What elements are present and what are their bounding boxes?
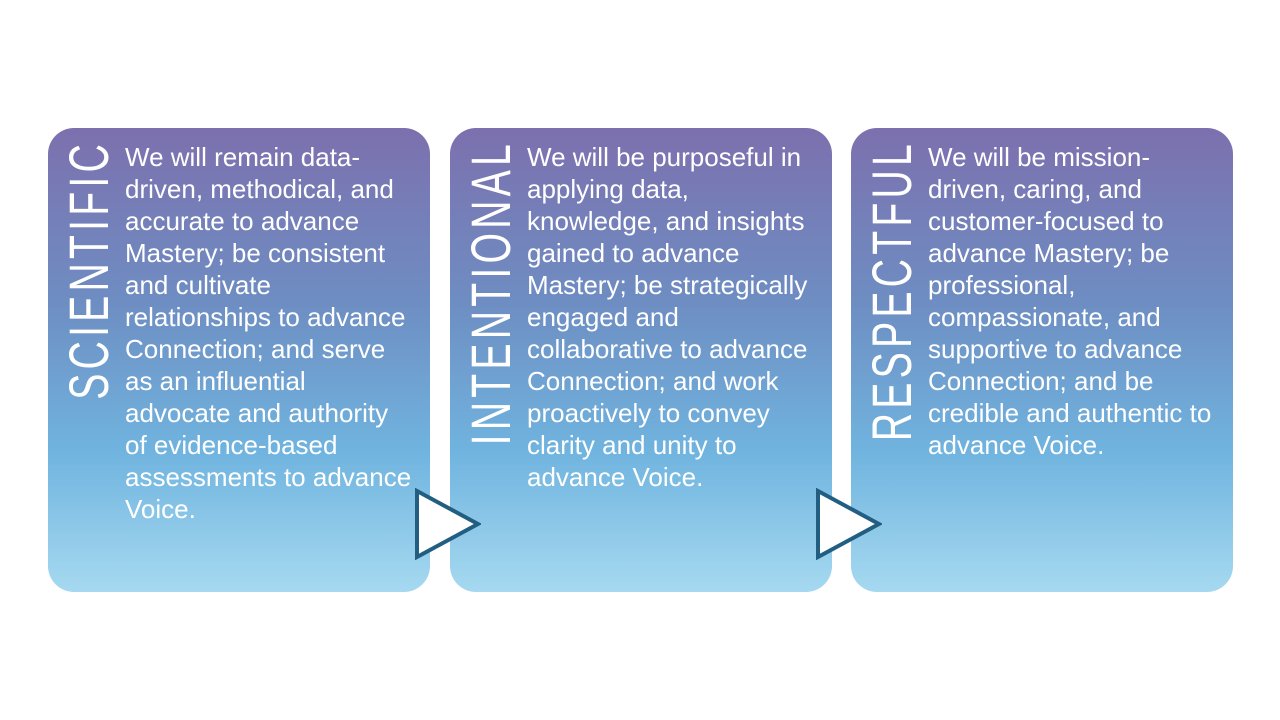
card-title-vertical: RESPECTFUL	[860, 140, 923, 442]
card-body-text: We will be purposeful in applying data, …	[527, 142, 808, 492]
card-title-vertical: SCIENTIFIC	[57, 140, 120, 400]
value-card-respectful: RESPECTFUL We will be mission-driven, ca…	[851, 128, 1233, 592]
value-card-intentional: INTENTIONAL We will be purposeful in app…	[450, 128, 832, 592]
right-arrow-icon	[415, 488, 481, 560]
card-body-text: We will be mission-driven, caring, and c…	[928, 142, 1212, 460]
right-arrow-icon	[816, 488, 882, 560]
card-body-text: We will remain data-driven, methodical, …	[125, 142, 412, 524]
value-card-scientific: SCIENTIFIC We will remain data-driven, m…	[48, 128, 430, 592]
card-title-vertical: INTENTIONAL	[459, 140, 522, 446]
